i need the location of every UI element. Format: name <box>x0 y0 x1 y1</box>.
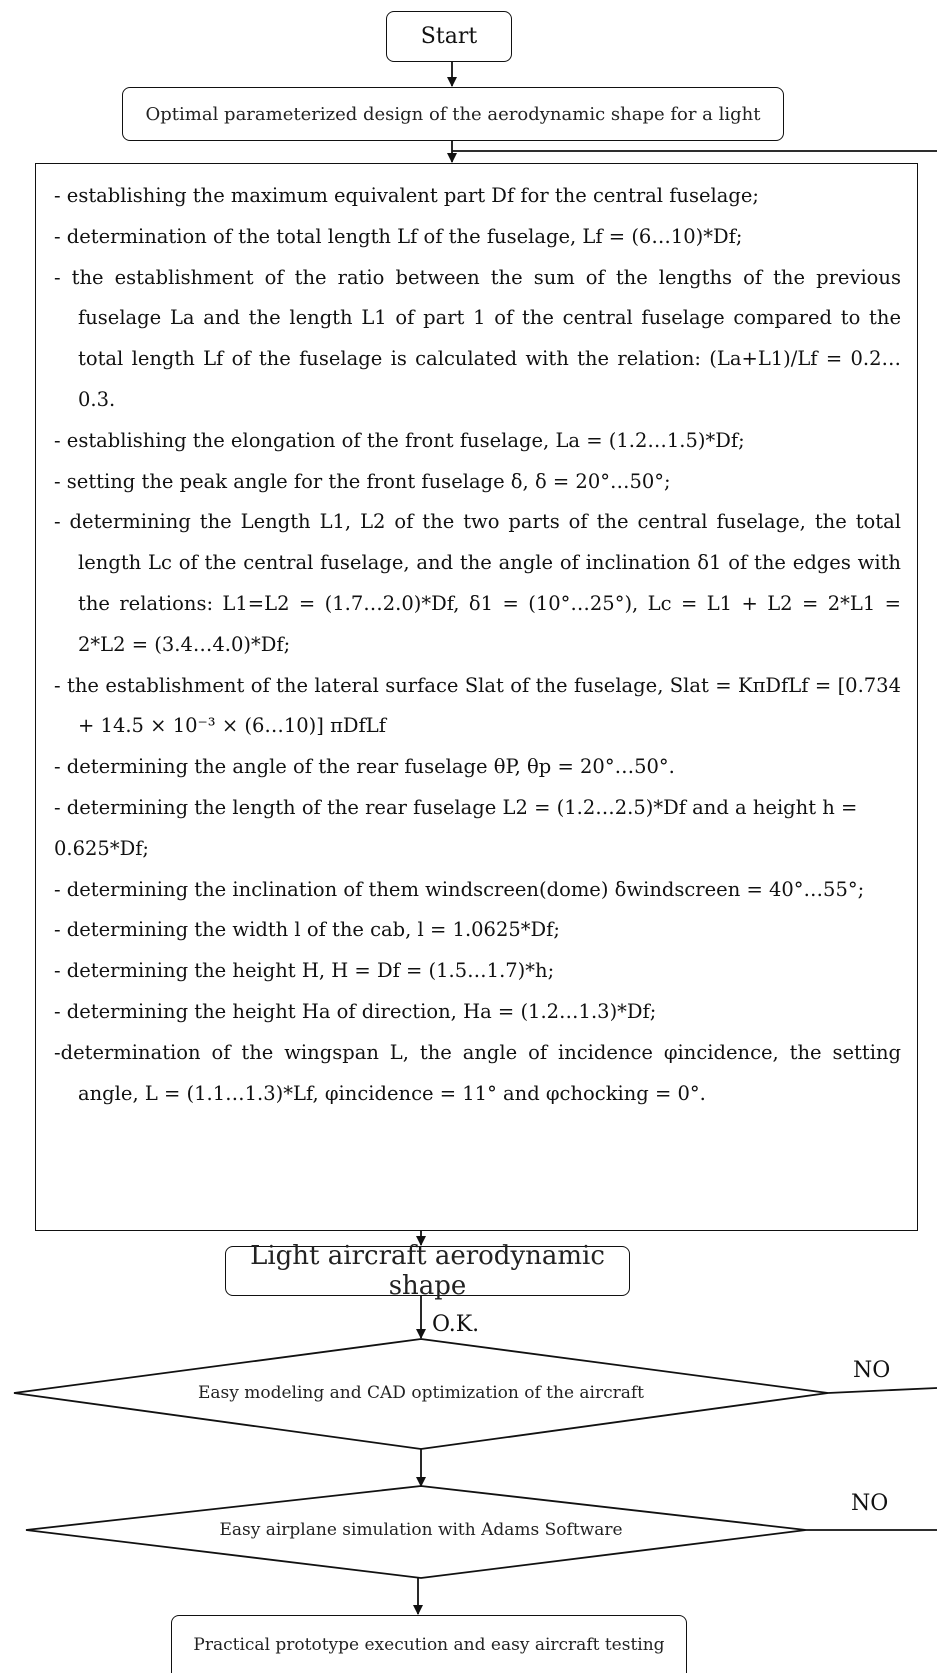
shape-label: Light aircraft aerodynamic shape <box>250 1241 605 1301</box>
step-item: - determining the width l of the cab, l … <box>54 918 560 942</box>
no1-label: NO <box>853 1358 891 1383</box>
step-item: - establishing the elongation of the fro… <box>54 428 745 452</box>
ok-label: O.K. <box>432 1312 480 1337</box>
step-item: - the establishment of the ratio between… <box>54 265 901 411</box>
design-steps-box: - establishing the maximum equivalent pa… <box>35 163 918 1231</box>
goal-label: Optimal parameterized design of the aero… <box>145 103 761 125</box>
step-item: - determination of the total length Lf o… <box>54 224 743 248</box>
step-item: - determining the length of the rear fus… <box>54 795 858 860</box>
step-item: - setting the peak angle for the front f… <box>54 469 671 493</box>
start-node: Start <box>386 11 512 62</box>
goal-node: Optimal parameterized design of the aero… <box>122 87 784 141</box>
step-item: - establishing the maximum equivalent pa… <box>54 184 759 207</box>
no2-label: NO <box>851 1491 889 1516</box>
step-item: - determining the height H, H = Df = (1.… <box>54 959 555 983</box>
step-item: - the establishment of the lateral surfa… <box>54 673 901 738</box>
start-label: Start <box>420 24 478 49</box>
decision2-diamond <box>25 1485 807 1579</box>
step-item: - determining the inclination of them wi… <box>54 877 865 901</box>
aerodynamic-shape-node: Light aircraft aerodynamic shape <box>225 1241 630 1301</box>
no1-line <box>827 1387 937 1394</box>
design-steps-list: - establishing the maximum equivalent pa… <box>36 164 917 1114</box>
step-item: -determination of the wingspan L, the an… <box>54 1040 901 1105</box>
prototype-node: Practical prototype execution and easy a… <box>171 1615 687 1673</box>
step-item: - determining the Length L1, L2 of the t… <box>54 510 901 656</box>
step-item: - determining the angle of the rear fuse… <box>54 755 675 779</box>
step-item: - determining the height Ha of direction… <box>54 999 657 1023</box>
prototype-label: Practical prototype execution and easy a… <box>193 1634 665 1655</box>
decision2-label: Easy airplane simulation with Adams Soft… <box>219 1520 623 1540</box>
decision1-label: Easy modeling and CAD optimization of th… <box>197 1383 645 1403</box>
